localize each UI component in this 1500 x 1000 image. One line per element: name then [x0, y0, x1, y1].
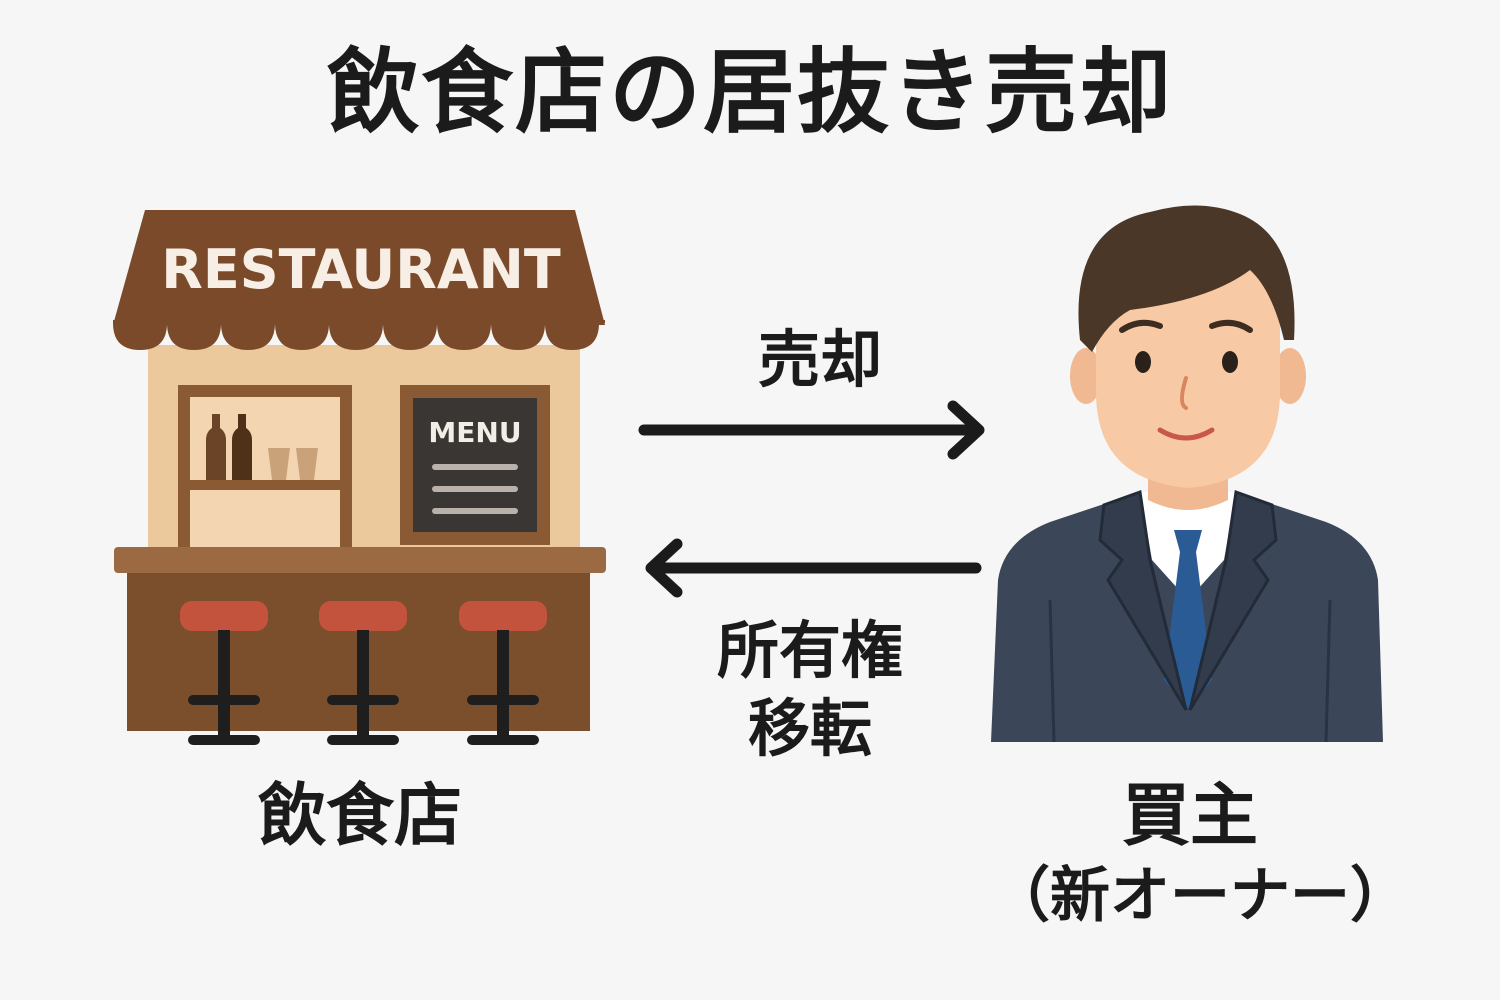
buyer-eye: [1222, 351, 1238, 373]
buyer-sublabel: （新オーナー）: [990, 861, 1410, 931]
buyer-label: 買主: [1121, 777, 1258, 856]
ownership-transfer-label-line2: 移転: [747, 692, 872, 765]
restaurant-awning: [113, 210, 605, 325]
bar-stool: [459, 601, 547, 745]
menu-line: [432, 508, 518, 514]
bar-stool: [319, 601, 407, 745]
ownership-transfer-arrow: [645, 538, 982, 598]
menu-text: MENU: [428, 416, 521, 449]
menu-line: [432, 486, 518, 492]
buyer-ear: [1274, 348, 1306, 404]
buyer-lapel-right: [1188, 489, 1278, 711]
window-shelf: [190, 480, 340, 490]
buyer-mouth: [1157, 427, 1215, 441]
buyer-hair: [1078, 205, 1295, 352]
bar-stool: [180, 601, 268, 745]
buyer-lapel-left: [1098, 489, 1188, 711]
restaurant-sign-text: RESTAURANT: [161, 238, 561, 301]
bottle-icon: [206, 414, 226, 480]
sale-arrow: [638, 400, 985, 460]
buyer-illustration: [991, 205, 1383, 743]
sale-label: 売却: [757, 323, 882, 396]
buyer-eye: [1135, 351, 1151, 373]
buyer-ear: [1070, 348, 1102, 404]
awning-scallops: [113, 320, 605, 350]
restaurant-illustration: RESTAURANT MENU: [113, 210, 606, 745]
menu-line: [432, 464, 518, 470]
restaurant-label: 飲食店: [257, 777, 462, 856]
page-title: 飲食店の居抜き売却: [326, 39, 1173, 146]
counter-top: [114, 547, 606, 573]
ownership-transfer-label-line1: 所有権: [716, 614, 903, 687]
glass-icon: [296, 448, 318, 480]
bottle-icon: [232, 414, 252, 480]
glass-icon: [268, 448, 290, 480]
